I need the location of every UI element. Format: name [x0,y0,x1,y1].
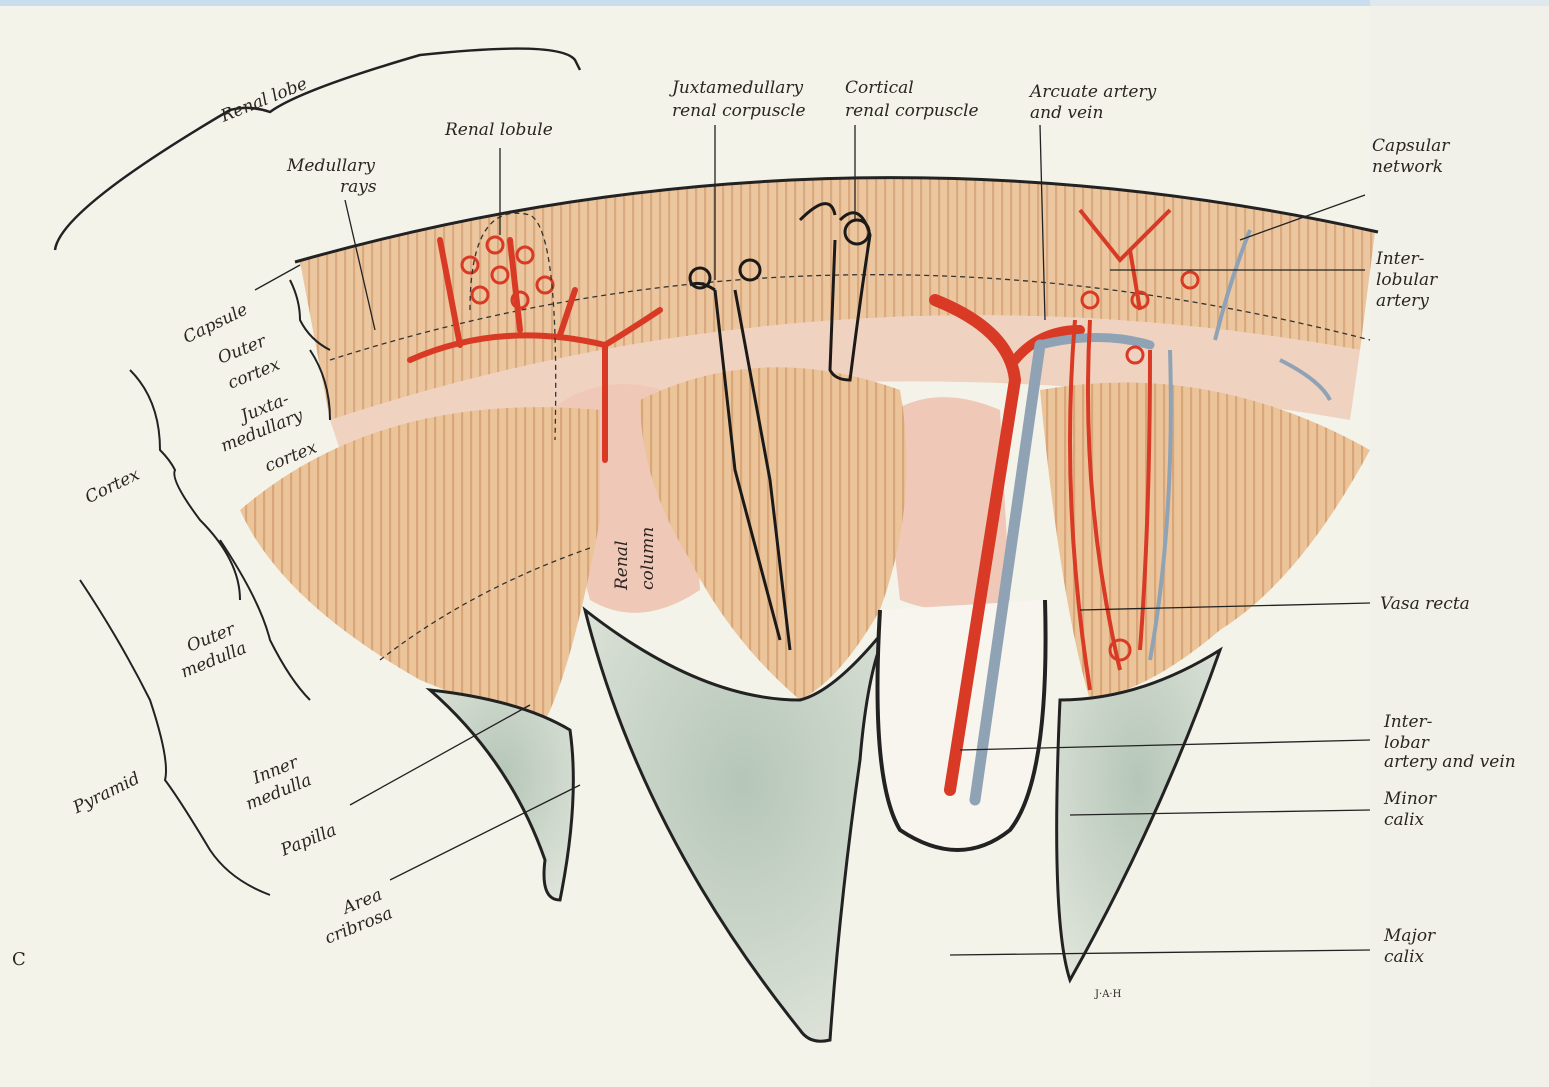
label-juxtamedullary-corpuscle-2: renal corpuscle [672,101,806,121]
label-renal-column-2: column [638,527,658,590]
label-capsular-network-2: network [1372,157,1443,177]
label-renal-lobule: Renal lobule [445,120,553,140]
label-renal-column-1: Renal [612,541,632,590]
label-juxtamedullary-corpuscle-1: Juxtamedullary [672,78,803,98]
label-medullary-rays-2: rays [340,177,377,197]
label-interlobar-2: lobar [1384,733,1429,753]
label-medullary-rays-1: Medullary [287,156,375,176]
label-major-calix-2: calix [1384,947,1424,967]
label-interlobular-2: lobular [1376,270,1437,290]
cortex-bracket [130,370,240,600]
label-minor-calix-2: calix [1384,810,1424,830]
label-interlobar-3: artery and vein [1384,752,1516,772]
label-arcuate-1: Arcuate artery [1030,82,1156,102]
label-interlobular-3: artery [1376,291,1429,311]
minor-calix-left [430,690,573,900]
artist-signature: J·A·H [1095,985,1121,1005]
minor-calix-middle [585,610,900,1041]
pyramid-bracket [80,580,270,895]
label-interlobular-1: Inter- [1376,249,1424,269]
label-cortical-corpuscle-2: renal corpuscle [845,101,979,121]
label-interlobar-1: Inter- [1384,712,1432,732]
panel-letter: C [12,950,26,970]
label-vasa-recta: Vasa recta [1380,594,1470,614]
label-minor-calix-1: Minor [1384,789,1436,809]
label-cortical-corpuscle-1: Cortical [845,78,914,98]
label-arcuate-2: and vein [1030,103,1103,123]
label-major-calix-1: Major [1384,926,1435,946]
label-capsular-network-1: Capsular [1372,136,1449,156]
